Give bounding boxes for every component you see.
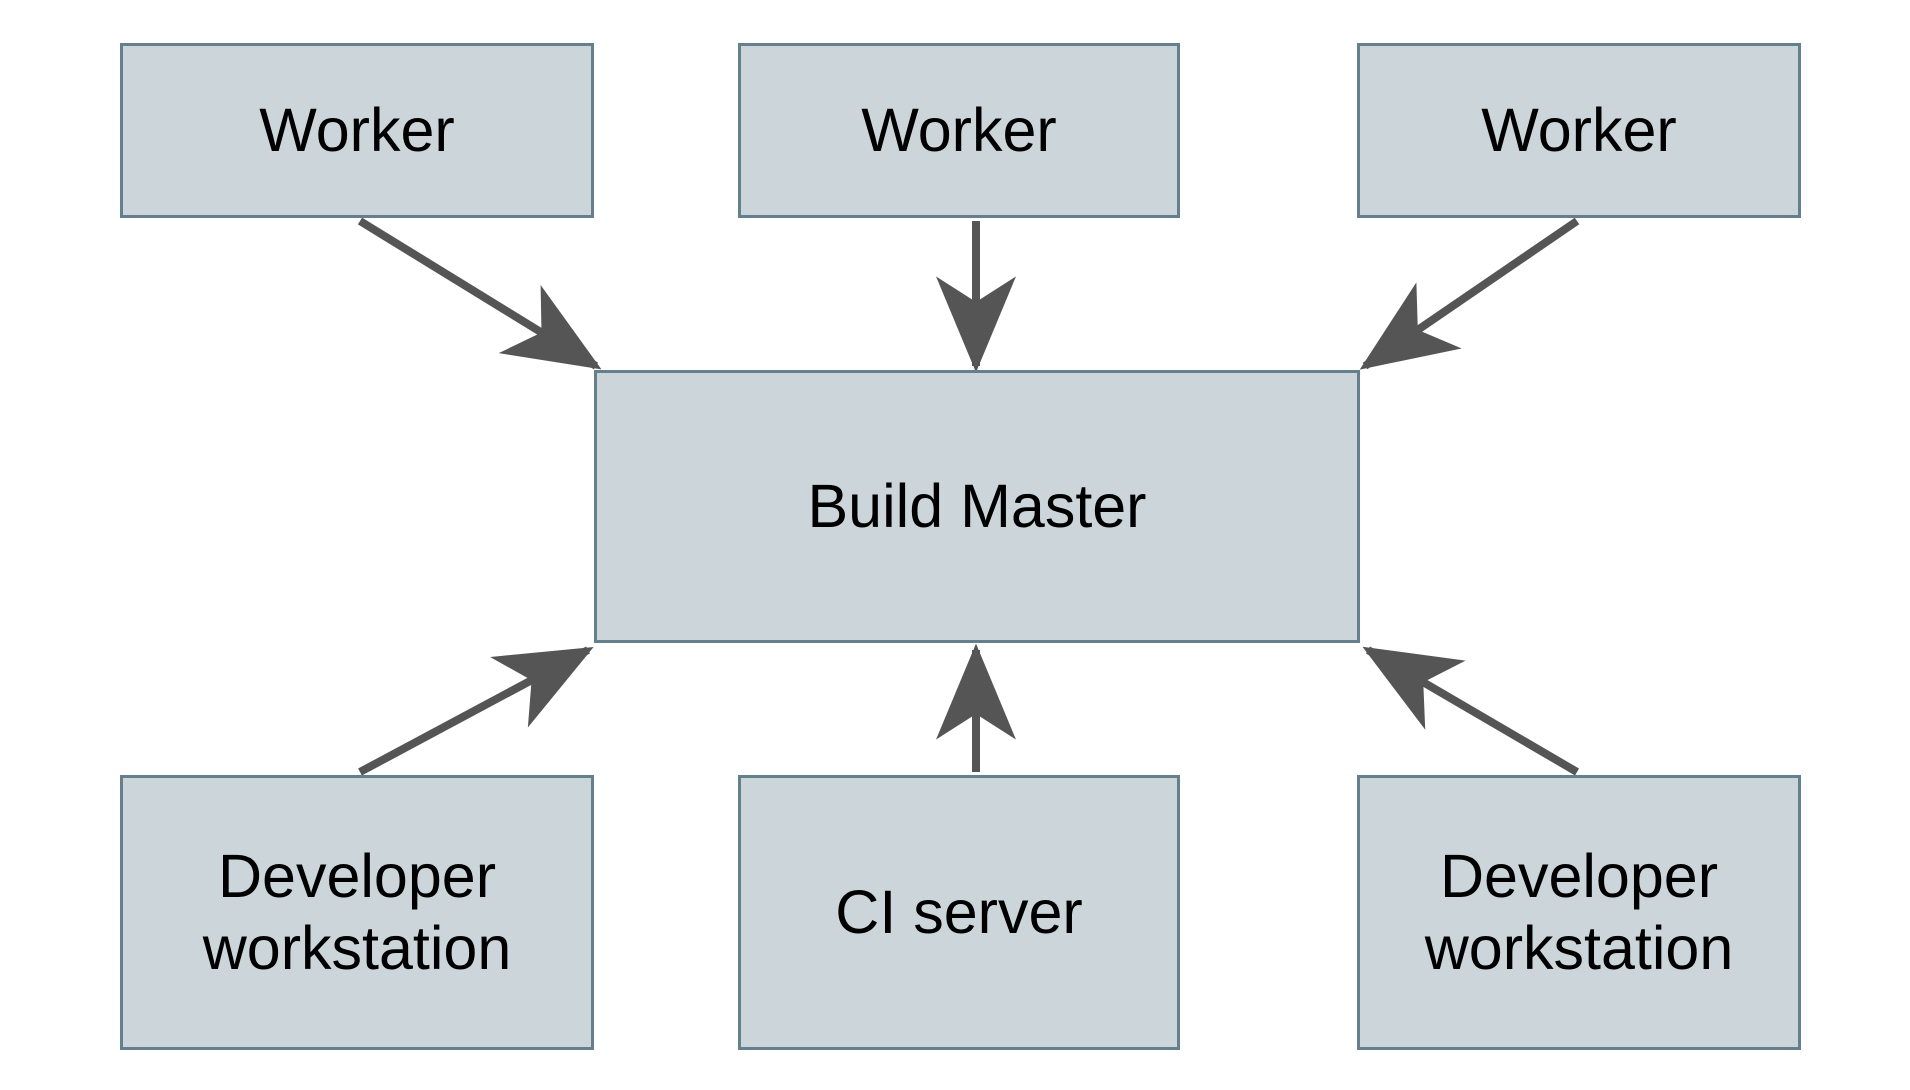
edge-devws1-to-master <box>358 646 594 776</box>
node-worker-middle[interactable]: Worker <box>738 43 1180 218</box>
edge-worker1-to-master <box>357 217 602 370</box>
node-developer-workstation-left[interactable]: Developer workstation <box>120 775 594 1050</box>
node-developer-workstation-right[interactable]: Developer workstation <box>1357 775 1801 1050</box>
node-label: Worker <box>1481 95 1677 164</box>
node-label: Worker <box>861 95 1057 164</box>
node-label: CI server <box>835 877 1083 946</box>
node-label: Build Master <box>807 471 1147 540</box>
edge-devws2-to-master <box>1362 646 1580 776</box>
node-worker-right[interactable]: Worker <box>1357 43 1801 218</box>
node-label: Developer workstation <box>202 841 512 982</box>
node-label: Worker <box>259 95 455 164</box>
node-label: Developer workstation <box>1424 841 1734 982</box>
node-worker-left[interactable]: Worker <box>120 43 594 218</box>
node-build-master[interactable]: Build Master <box>594 370 1360 643</box>
node-ci-server[interactable]: CI server <box>738 775 1180 1050</box>
edge-worker3-to-master <box>1359 217 1580 370</box>
